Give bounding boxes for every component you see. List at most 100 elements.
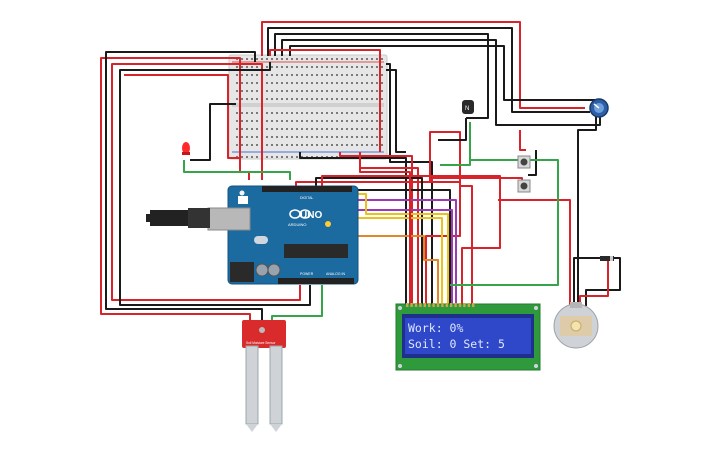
breadboard-hole <box>366 120 368 122</box>
breadboard-hole <box>276 128 278 130</box>
breadboard-hole <box>361 128 363 130</box>
breadboard-hole <box>251 90 253 92</box>
breadboard-hole <box>371 66 373 68</box>
breadboard-hole <box>251 128 253 130</box>
breadboard-hole <box>356 82 358 84</box>
breadboard-hole <box>281 156 283 158</box>
breadboard-hole <box>241 128 243 130</box>
wire-green-motor <box>450 159 559 286</box>
breadboard-hole <box>381 112 383 114</box>
breadboard-hole <box>266 90 268 92</box>
breadboard-hole <box>356 144 358 146</box>
breadboard-hole <box>311 74 313 76</box>
breadboard-hole <box>381 144 383 146</box>
breadboard-hole <box>236 120 238 122</box>
arduino-uno-board: UNO ARDUINO DIGITAL POWER ANALOG IN <box>146 185 359 285</box>
breadboard-hole <box>271 82 273 84</box>
breadboard-hole <box>291 66 293 68</box>
lcd-pin <box>450 303 453 307</box>
breadboard-hole <box>246 58 248 60</box>
digital-header-label: DIGITAL <box>300 196 313 200</box>
breadboard-hole <box>376 58 378 60</box>
breadboard-hole <box>251 98 253 100</box>
breadboard-hole <box>366 66 368 68</box>
diode <box>600 256 614 261</box>
breadboard-hole <box>246 90 248 92</box>
breadboard-hole <box>251 66 253 68</box>
dc-motor <box>553 302 599 349</box>
breadboard-hole <box>356 120 358 122</box>
breadboard-hole <box>361 90 363 92</box>
breadboard-hole <box>291 120 293 122</box>
wire-black-btn-2 <box>528 150 537 176</box>
breadboard-hole <box>241 58 243 60</box>
breadboard-hole <box>246 156 248 158</box>
lcd-pins <box>406 303 475 307</box>
wire-red-left-mid <box>111 63 301 301</box>
breadboard-hole <box>251 156 253 158</box>
breadboard-hole <box>371 112 373 114</box>
breadboard-hole <box>376 74 378 76</box>
breadboard-hole <box>356 74 358 76</box>
breadboard-hole <box>366 58 368 60</box>
breadboard-hole <box>346 98 348 100</box>
breadboard-hole <box>281 74 283 76</box>
lcd-pin <box>419 303 422 307</box>
breadboard-hole <box>311 66 313 68</box>
breadboard-hole <box>371 74 373 76</box>
breadboard-hole <box>311 120 313 122</box>
breadboard-hole <box>326 128 328 130</box>
breadboard-hole <box>296 98 298 100</box>
breadboard-hole <box>296 112 298 114</box>
breadboard-hole <box>326 74 328 76</box>
lcd-pin <box>458 303 462 307</box>
breadboard-hole <box>341 82 343 84</box>
breadboard-hole <box>371 120 373 122</box>
breadboard-hole <box>246 120 248 122</box>
wire-red-top-1 <box>261 21 585 109</box>
breadboard-hole <box>306 82 308 84</box>
wire-black-left-outer <box>105 51 263 322</box>
breadboard-hole <box>256 74 258 76</box>
breadboard-hole <box>371 98 373 100</box>
breadboard-hole <box>241 66 243 68</box>
breadboard-hole <box>366 90 368 92</box>
breadboard-hole <box>251 144 253 146</box>
breadboard-hole <box>321 66 323 68</box>
breadboard-hole <box>311 112 313 114</box>
breadboard-hole <box>241 74 243 76</box>
breadboard-hole <box>301 90 303 92</box>
breadboard-hole <box>266 136 268 138</box>
breadboard-hole <box>356 66 358 68</box>
breadboard-hole <box>246 98 248 100</box>
breadboard-hole <box>316 90 318 92</box>
breadboard-hole <box>271 74 273 76</box>
lcd-pin <box>467 303 470 307</box>
breadboard-hole <box>351 90 353 92</box>
lcd-pin <box>428 303 431 307</box>
breadboard-hole <box>266 144 268 146</box>
breadboard-hole <box>286 66 288 68</box>
arduino-logo <box>289 209 311 219</box>
breadboard-hole <box>366 98 368 100</box>
breadboard-hole <box>336 128 338 130</box>
breadboard-hole <box>351 112 353 114</box>
wire-green-led <box>183 160 291 180</box>
breadboard-hole <box>251 120 253 122</box>
wire-black-lcd-3 <box>438 118 467 141</box>
lcd-pin <box>414 303 418 307</box>
breadboard-hole <box>381 58 383 60</box>
breadboard-hole <box>296 136 298 138</box>
breadboard-hole <box>311 58 313 60</box>
power-jack <box>230 262 254 282</box>
breadboard-hole <box>326 120 328 122</box>
lcd-pin <box>463 303 466 307</box>
breadboard-hole <box>341 128 343 130</box>
breadboard-hole <box>346 120 348 122</box>
breadboard-hole <box>246 128 248 130</box>
breadboard-hole <box>376 90 378 92</box>
breadboard-hole <box>296 120 298 122</box>
breadboard-hole <box>291 74 293 76</box>
breadboard-hole <box>271 128 273 130</box>
breadboard-hole <box>281 136 283 138</box>
